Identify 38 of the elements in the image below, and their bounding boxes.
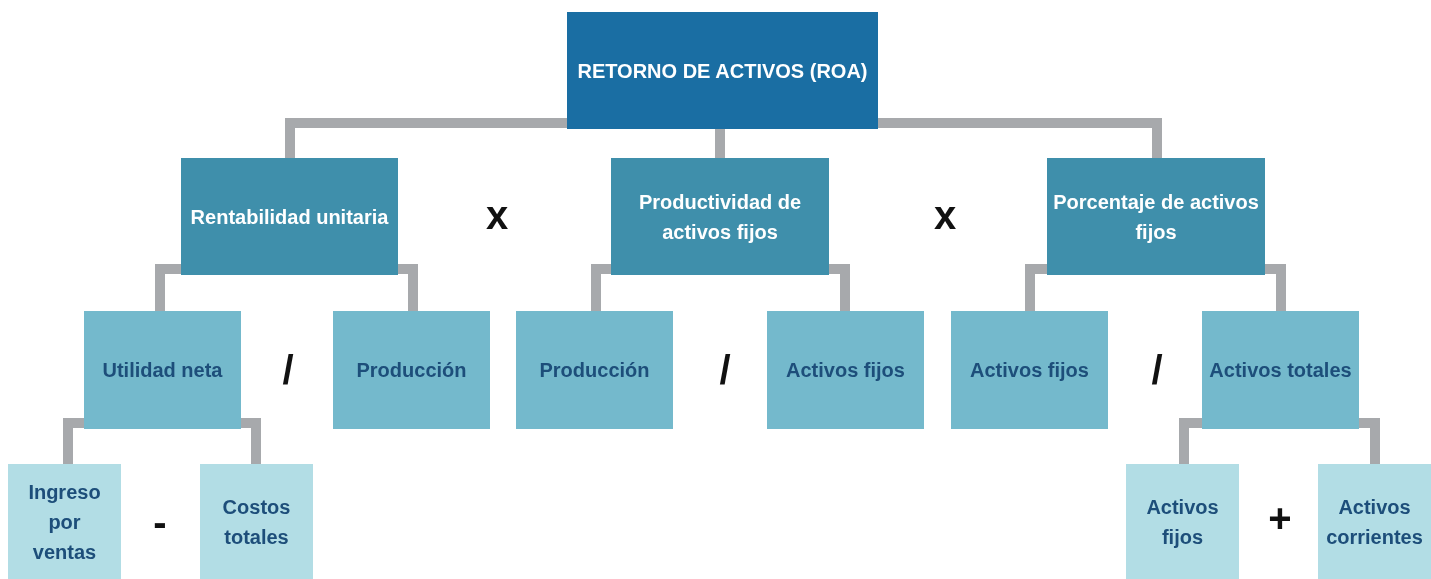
operator-sign: x — [485, 195, 509, 235]
box — [84, 311, 241, 429]
connector-line — [285, 118, 567, 158]
operator-sign: + — [1268, 498, 1292, 538]
box-label: Utilidad neta — [102, 358, 223, 383]
box-label: Producción — [539, 358, 650, 383]
box — [611, 158, 829, 275]
connector-line — [878, 118, 1162, 158]
box-label: Activos corrientes — [1325, 494, 1424, 550]
box — [333, 311, 490, 429]
box-label: Activos fijos — [970, 358, 1089, 383]
box-label: Activos totales — [1209, 358, 1352, 383]
box — [181, 158, 398, 275]
box — [567, 12, 878, 129]
box-label: RETORNO DE ACTIVOS (ROA) — [577, 58, 868, 84]
box — [200, 464, 313, 579]
operator-sign: / — [282, 350, 294, 390]
operator-sign: - — [153, 502, 167, 542]
box — [767, 311, 924, 429]
box — [1202, 311, 1359, 429]
box-label: Activos fijos — [1145, 494, 1220, 550]
box-label: Ingreso por ventas — [27, 479, 102, 565]
box — [516, 311, 673, 429]
box — [1126, 464, 1239, 579]
box — [1318, 464, 1431, 579]
box-label: Costos totales — [221, 494, 292, 550]
operator-sign: x — [933, 195, 957, 235]
box-label: Porcentaje de activos fijos — [1053, 189, 1259, 245]
box-label: Productividad de activos fijos — [637, 189, 803, 245]
operator-sign: / — [719, 350, 731, 390]
operator-sign: / — [1151, 350, 1163, 390]
box — [8, 464, 121, 579]
connector-line — [715, 129, 725, 158]
box-label: Rentabilidad unitaria — [190, 204, 389, 230]
box — [1047, 158, 1265, 275]
box-label: Activos fijos — [786, 358, 905, 383]
box — [951, 311, 1108, 429]
box-label: Producción — [356, 358, 467, 383]
